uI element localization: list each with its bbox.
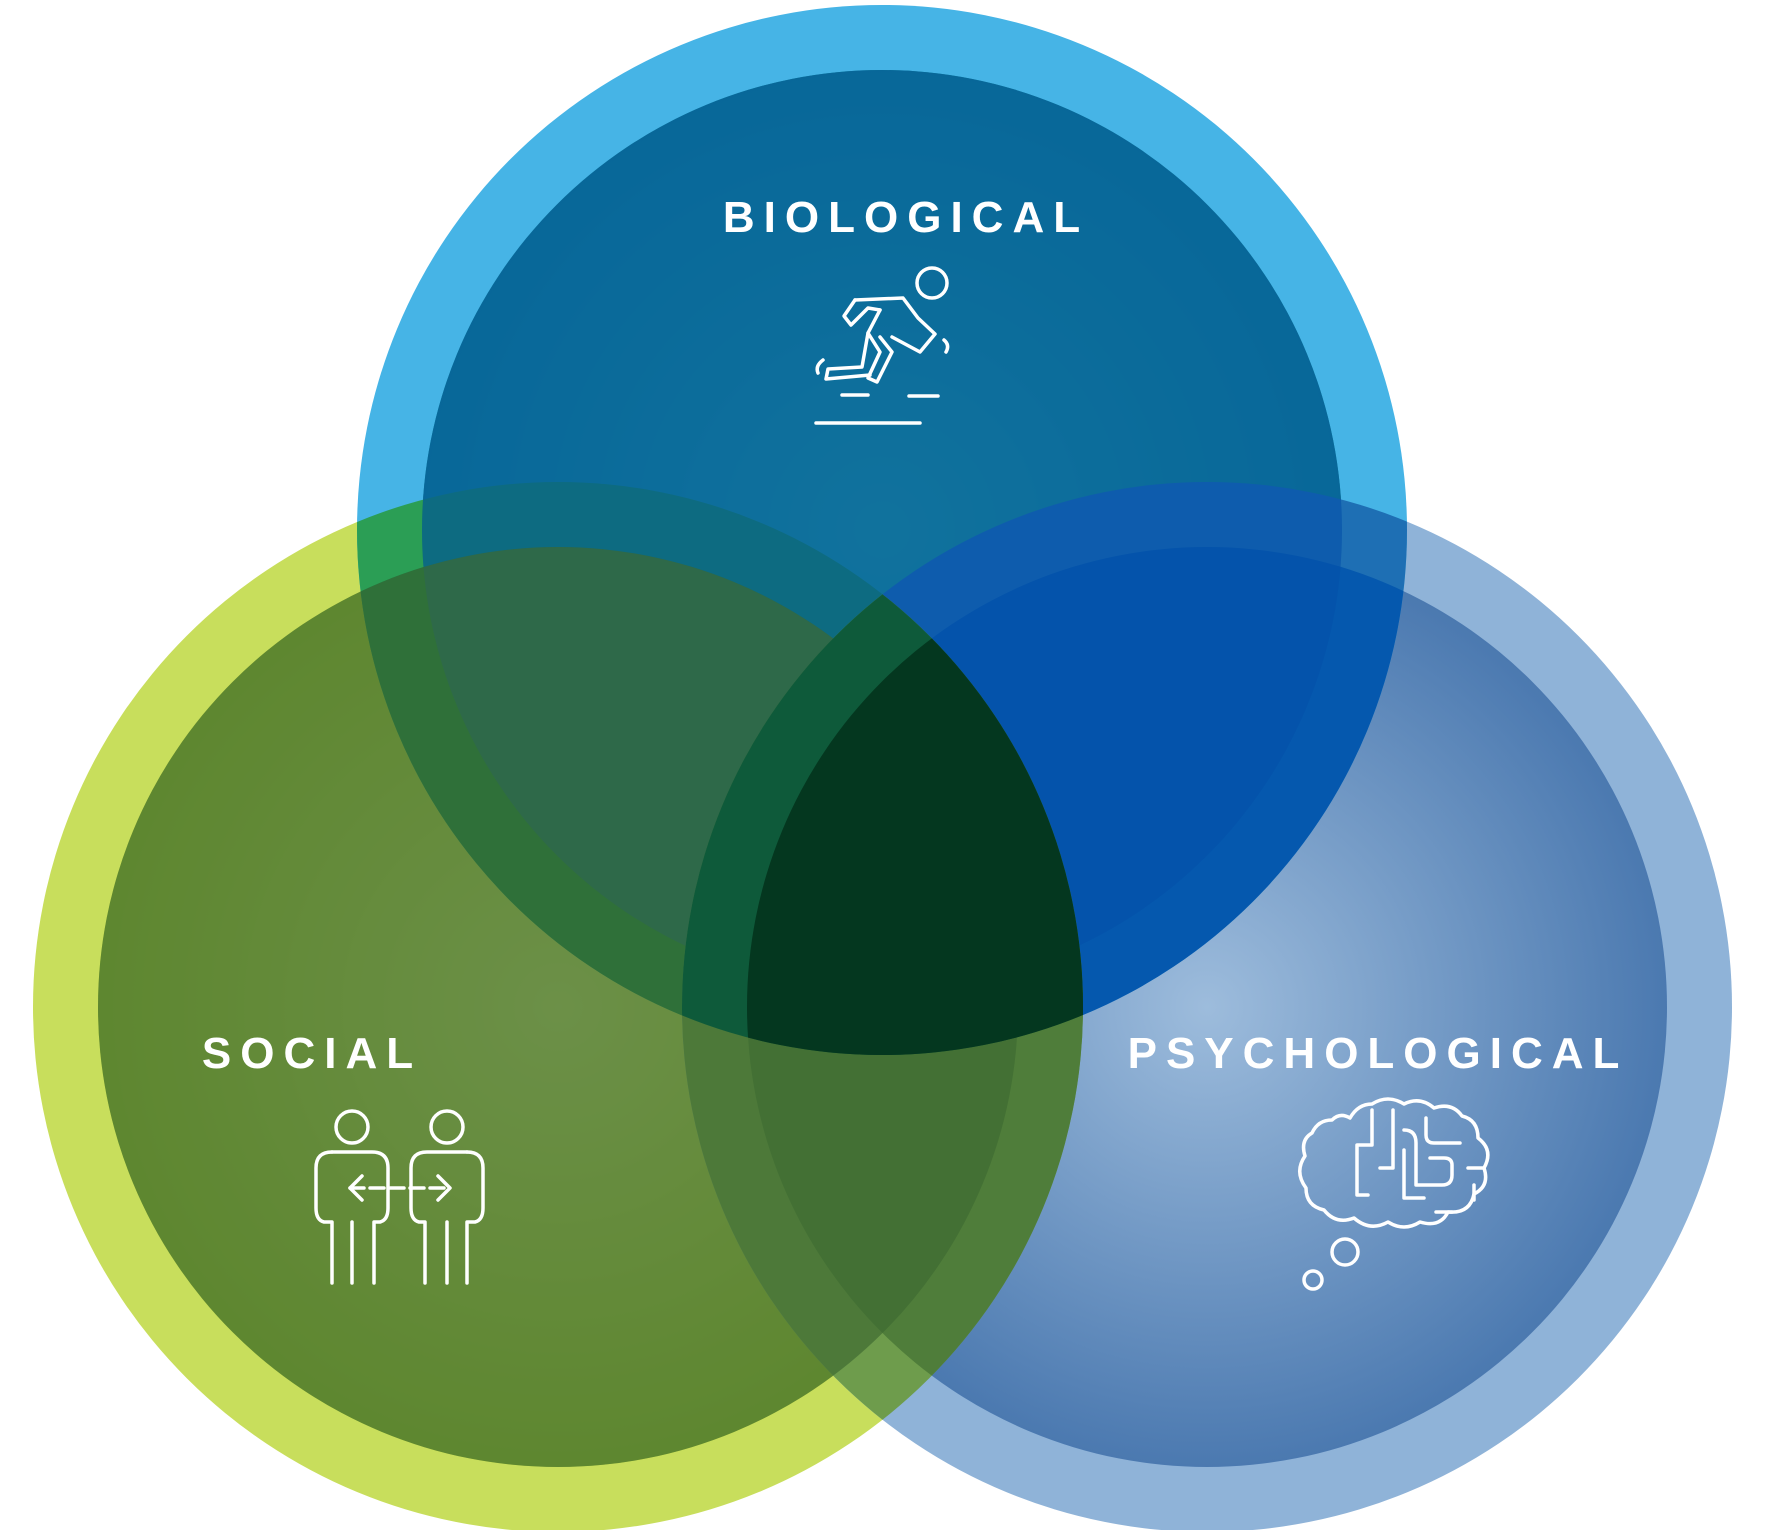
running-person-icon [814, 266, 950, 425]
brain-maze-thought-icon [1298, 1097, 1490, 1291]
overlap-all-three [747, 547, 1083, 1055]
social-label: SOCIAL [202, 1029, 422, 1078]
biological-label: BIOLOGICAL [723, 193, 1089, 242]
psychological-label: PSYCHOLOGICAL [1128, 1029, 1629, 1078]
two-people-exchange-icon [314, 1109, 485, 1285]
